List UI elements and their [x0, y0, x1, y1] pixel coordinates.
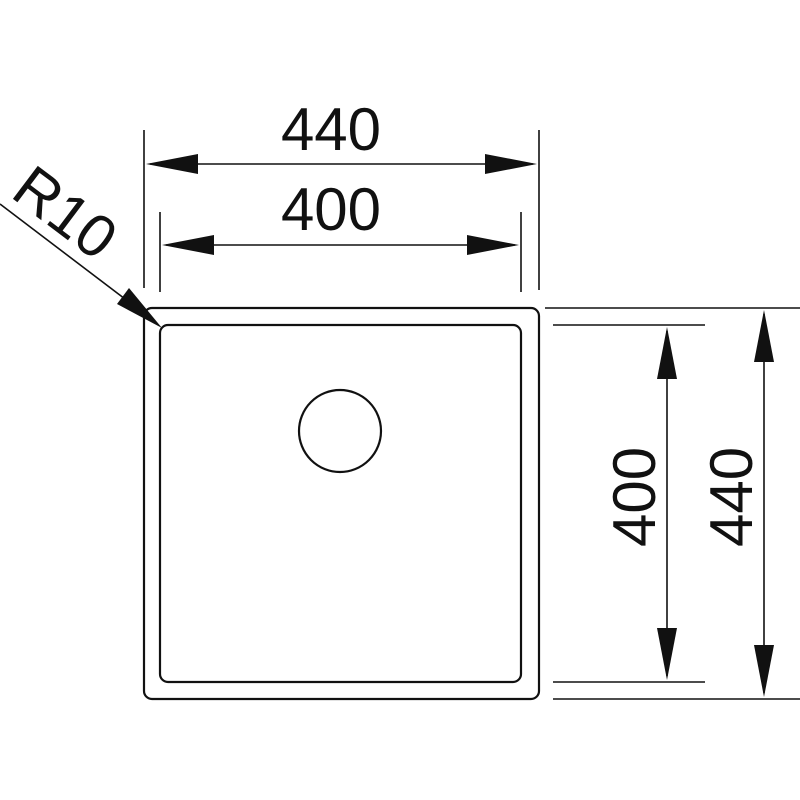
inner-height-label: 400: [601, 447, 668, 547]
outer-width-arrow-left: [146, 154, 198, 174]
inner-width-arrow-right: [467, 235, 519, 255]
outer-width-label: 440: [281, 96, 381, 163]
outer-height-arrow-top: [754, 310, 774, 362]
inner-height-arrow-bottom: [657, 628, 677, 680]
outer-width-arrow-right: [485, 154, 537, 174]
outer-height-arrow-bottom: [754, 645, 774, 697]
sink-inner-outline: [158, 323, 523, 684]
inner-height-arrow-top: [657, 327, 677, 379]
inner-width-label: 400: [281, 176, 381, 243]
radius-label: R10: [1, 153, 129, 273]
outer-height-label: 440: [698, 447, 765, 547]
inner-width-arrow-left: [162, 235, 214, 255]
sink-outer-outline: [142, 306, 541, 701]
drain-hole: [297, 388, 383, 474]
radius-leader-arrow: [117, 288, 162, 328]
